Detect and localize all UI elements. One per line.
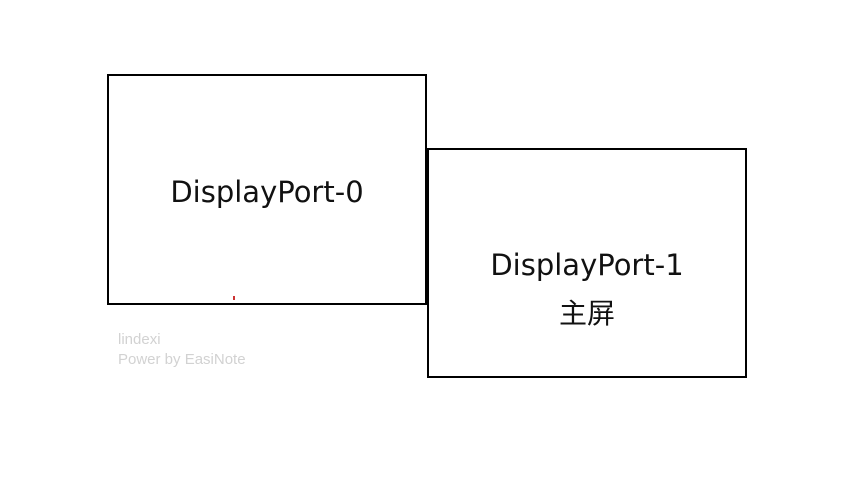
monitor-displayport-1[interactable]: DisplayPort-1 主屏 xyxy=(427,148,747,378)
watermark-author: lindexi xyxy=(118,331,161,348)
cursor-mark xyxy=(233,296,235,300)
monitor-label: DisplayPort-0 xyxy=(170,175,364,209)
watermark-credit: Power by EasiNote xyxy=(118,351,246,368)
watermark: lindexi Power by EasiNote xyxy=(118,330,246,370)
monitor-label: DisplayPort-1 xyxy=(490,248,684,282)
monitor-displayport-0[interactable]: DisplayPort-0 xyxy=(107,74,427,305)
primary-screen-label: 主屏 xyxy=(558,297,615,330)
